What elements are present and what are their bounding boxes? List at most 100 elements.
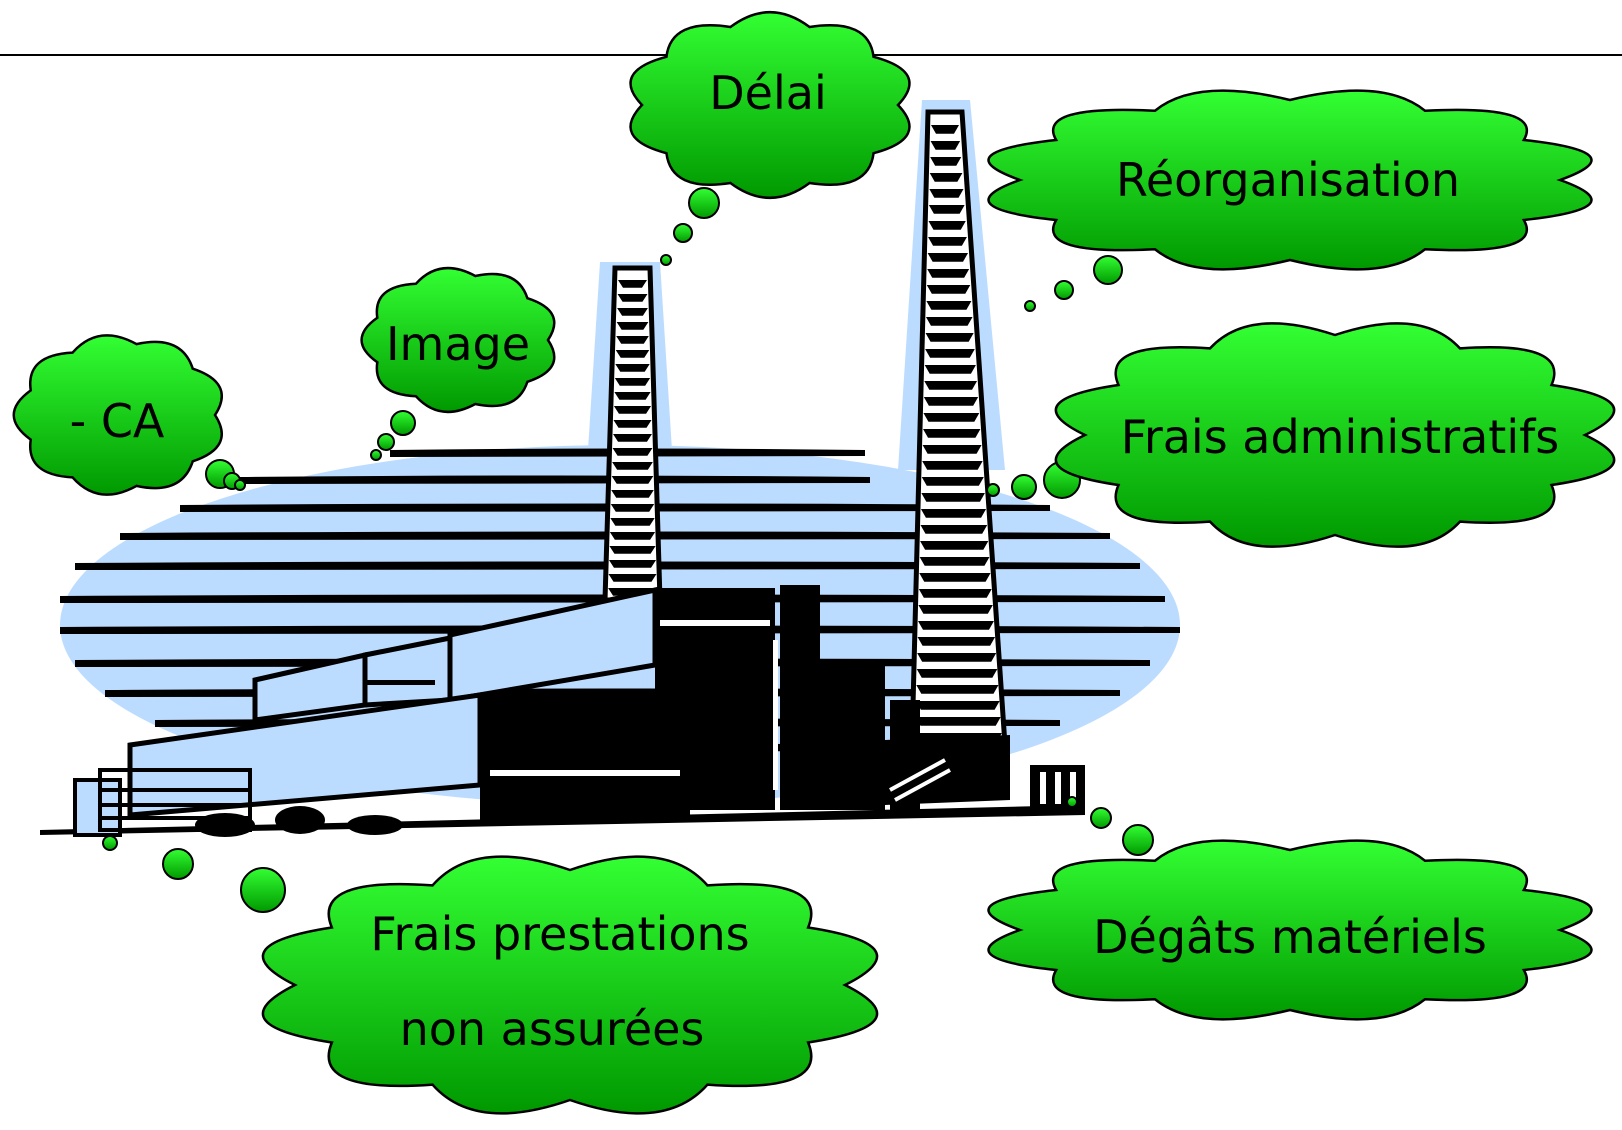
- cloud-image: [360, 266, 556, 414]
- chimney-band: [608, 560, 657, 568]
- chimney-band: [920, 525, 988, 534]
- chimney-band: [929, 173, 963, 182]
- thought-bubble-dot: [234, 479, 246, 491]
- chimney-band: [930, 141, 961, 150]
- thought-bubble-dot: [1066, 796, 1078, 808]
- thought-bubble-dot: [660, 254, 672, 266]
- cloud-frais-admin: [1054, 322, 1616, 548]
- thought-bubble-dot: [1011, 474, 1037, 500]
- chimney-band: [613, 434, 652, 442]
- chimney-band: [928, 205, 965, 214]
- thought-bubble-dot: [673, 223, 693, 243]
- factory-buildings: [40, 585, 1085, 837]
- chimney-band: [921, 477, 984, 486]
- chimney-band: [609, 532, 656, 540]
- thought-bubble-dot: [688, 187, 720, 219]
- thought-bubble-dot: [986, 483, 1000, 497]
- chimney-band: [925, 317, 973, 326]
- cloud-degats: [987, 839, 1593, 1021]
- chimney-band: [917, 653, 997, 662]
- chimney-band: [618, 280, 647, 288]
- factory-icon: [40, 100, 1180, 837]
- chimney-band: [928, 221, 966, 230]
- thought-bubble-trails: [102, 187, 1154, 913]
- cloud-degats-label: Dégâts matériels: [1093, 910, 1487, 964]
- cloud-frais-prestations-line2: non assurées: [400, 1002, 705, 1056]
- chimney-band: [613, 406, 652, 414]
- sky-line: [240, 475, 870, 484]
- chimney-band: [611, 490, 654, 498]
- cloud-reorganisation: [987, 89, 1593, 271]
- chimney-band: [927, 269, 970, 278]
- chimney-band: [923, 413, 980, 422]
- thought-bubble-dot: [102, 835, 118, 851]
- thought-bubble-dot: [162, 848, 194, 880]
- chimney-band: [924, 365, 976, 374]
- chimney-band: [928, 237, 967, 246]
- thought-bubble-dot: [1024, 300, 1036, 312]
- cloud-delai: [629, 10, 911, 200]
- chimney-band: [616, 336, 649, 344]
- chimney-band: [921, 493, 985, 502]
- chimney-band: [613, 420, 652, 428]
- chimney-band: [614, 392, 651, 400]
- cloud-frais-prestations-line1: Frais prestations: [370, 907, 749, 961]
- chimney-band: [916, 685, 999, 694]
- chimney-band: [615, 364, 650, 372]
- cloud-ca: [12, 334, 224, 496]
- chimney-band: [919, 573, 991, 582]
- chimney-band: [918, 589, 992, 598]
- thought-bubble-dot: [1122, 824, 1154, 856]
- chimney-band: [920, 541, 989, 550]
- thought-bubble-dot: [370, 449, 382, 461]
- cloud-frais-prestations: [261, 855, 879, 1115]
- chimney-band: [925, 333, 974, 342]
- chimney-band: [608, 574, 657, 582]
- cloud-ca-label: - CA: [70, 394, 165, 448]
- chimney-band: [926, 285, 971, 294]
- chimney-band: [609, 546, 656, 554]
- thought-bubble-dot: [377, 433, 395, 451]
- chimney-band: [610, 504, 655, 512]
- chimney-band: [919, 557, 990, 566]
- thought-bubble-dot: [390, 410, 416, 436]
- chimney-band: [615, 350, 650, 358]
- chimney-band: [915, 701, 1000, 710]
- chimney-band: [610, 518, 655, 526]
- chimney-band: [617, 294, 648, 302]
- chimney-band: [917, 637, 996, 646]
- chimney-band: [915, 717, 1001, 726]
- left-chimney: [602, 265, 663, 603]
- chimney-band: [926, 301, 972, 310]
- chimney-band: [616, 322, 649, 330]
- chimney-band: [931, 125, 959, 134]
- cloud-image-label: Image: [386, 317, 530, 371]
- thought-bubble-dot: [240, 867, 286, 913]
- thought-bubble-dot: [1093, 255, 1123, 285]
- chimney-band: [922, 461, 983, 470]
- chimney-band: [612, 448, 653, 456]
- chimney-band: [918, 605, 993, 614]
- cloud-reorganisation-label: Réorganisation: [1116, 153, 1460, 207]
- chimney-band: [927, 253, 969, 262]
- chimney-band: [920, 509, 987, 518]
- cloud-frais-admin-label: Frais administratifs: [1121, 410, 1560, 464]
- chimney-band: [614, 378, 651, 386]
- chimney-band: [923, 429, 981, 438]
- chimney-band: [922, 445, 982, 454]
- chimney-band: [917, 621, 994, 630]
- chimney-band: [923, 397, 979, 406]
- chimney-band: [617, 308, 648, 316]
- chimney-band: [916, 669, 998, 678]
- chimney-band: [925, 349, 975, 358]
- chimney-band: [924, 381, 978, 390]
- thought-bubble-dot: [1090, 807, 1112, 829]
- chimney-band: [930, 157, 962, 166]
- thought-bubble-dot: [1054, 280, 1074, 300]
- clouds: [12, 10, 1616, 1115]
- cloud-delai-label: Délai: [709, 66, 826, 120]
- chimney-band: [611, 476, 654, 484]
- chimney-band: [612, 462, 653, 470]
